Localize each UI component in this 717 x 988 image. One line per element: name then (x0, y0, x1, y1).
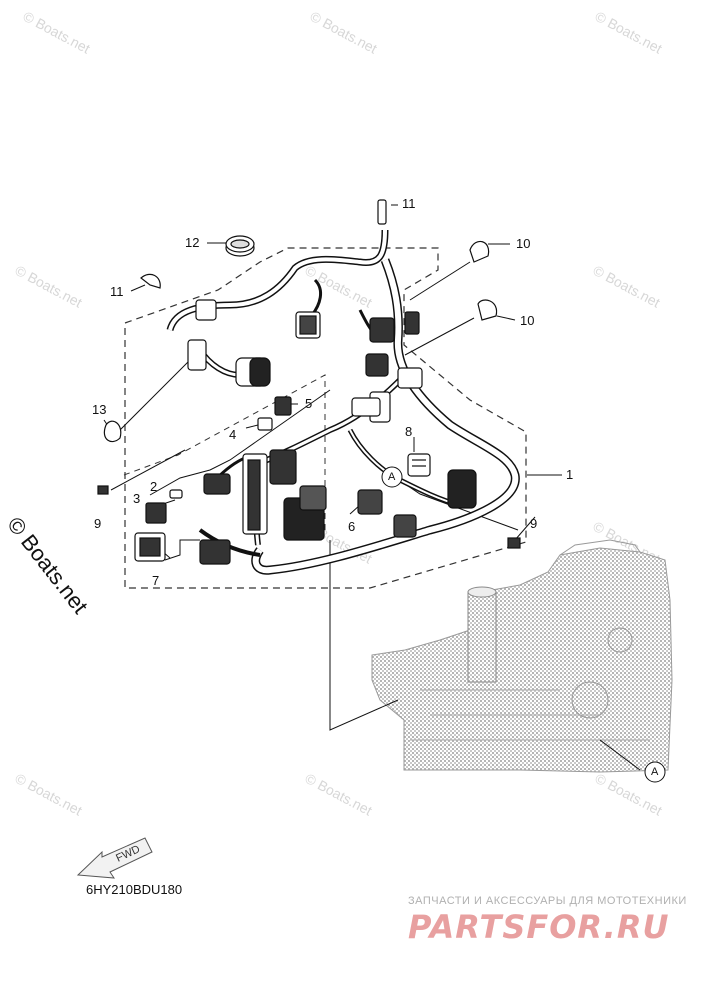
sub-outline (123, 374, 326, 530)
callout-9: 9 (530, 516, 538, 531)
callout-7: 7 (152, 573, 160, 588)
callout-1: 1 (566, 467, 574, 482)
forward-arrow-icon: FWD (76, 837, 153, 879)
callout-10: 10 (516, 236, 531, 251)
callout-5: 5 (305, 396, 313, 411)
ref-circle-a (644, 761, 666, 783)
callout-4: 4 (229, 427, 237, 442)
ref-letter-a: A (388, 471, 396, 483)
callout-9: 9 (94, 516, 102, 531)
shop-tagline: ЗАПЧАСТИ И АКСЕССУАРЫ ДЛЯ МОТОТЕХНИКИ (408, 895, 687, 907)
diagram-code: 6HY210BDU180 (86, 882, 183, 897)
wire-harness (166, 229, 520, 575)
shop-logo: PARTSFOR.RU (408, 908, 670, 946)
engine-block (371, 539, 673, 773)
callout-12: 12 (185, 235, 200, 250)
components (97, 199, 521, 565)
ref-circle-a (381, 466, 403, 488)
callout-6: 6 (348, 519, 356, 534)
coil-icon (235, 357, 271, 387)
callout-2: 2 (150, 479, 158, 494)
callout-3: 3 (133, 491, 141, 506)
assembly-outline (124, 247, 527, 589)
callout-10: 10 (520, 313, 535, 328)
callout-11: 11 (402, 196, 416, 211)
callout-8: 8 (405, 424, 413, 439)
ref-letter-a: A (651, 766, 659, 778)
clamp-icon (225, 235, 255, 257)
callout-11: 11 (110, 284, 124, 299)
callout-13: 13 (92, 402, 107, 417)
